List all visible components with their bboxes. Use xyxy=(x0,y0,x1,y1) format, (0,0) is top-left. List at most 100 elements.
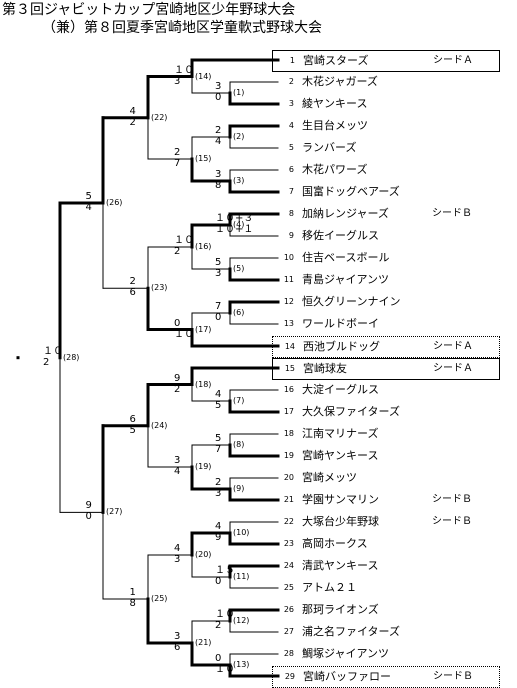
game-number-label: (22) xyxy=(151,112,168,122)
score-b-label: 0 xyxy=(215,92,222,103)
game-number-label: (8) xyxy=(233,440,245,449)
score-b-label: １０ xyxy=(215,664,235,675)
team-number: 14 xyxy=(284,342,295,351)
score-a-label: 4 xyxy=(129,105,136,117)
game-number-label: (25) xyxy=(151,594,168,603)
score-a-label: 5 xyxy=(215,257,222,268)
team-number: 2 xyxy=(288,77,294,86)
team-name: 綾ヤンキース xyxy=(302,97,368,110)
seed-label: シードＡ xyxy=(433,55,473,66)
score-b-label: 2 xyxy=(174,383,181,395)
team-name: 高岡ホークス xyxy=(302,537,368,550)
score-a-label: 9 xyxy=(174,372,181,384)
team-number: 20 xyxy=(283,473,294,482)
team-number: 29 xyxy=(284,672,295,681)
team-name: ランバーズ xyxy=(302,141,357,154)
game-number-label: (3) xyxy=(233,176,245,185)
game-number-label: (23) xyxy=(151,283,168,293)
team-name: 西池ブルドッグ xyxy=(303,340,380,353)
team-number: 17 xyxy=(283,407,294,416)
team-number: 10 xyxy=(283,253,294,262)
team-row: 7 国富ドッグベアーズ xyxy=(272,182,498,202)
team-row: 4 生目台メッツ xyxy=(272,116,498,136)
score-b-label: 8 xyxy=(215,180,222,191)
team-number: 7 xyxy=(288,187,294,196)
team-name: 加納レンジャーズ xyxy=(302,207,389,220)
game-number-label: (6) xyxy=(233,308,245,317)
score-b-label: 0 xyxy=(85,511,92,523)
score-a-label: １０ xyxy=(174,235,194,246)
team-name: 宮崎ヤンキース xyxy=(302,449,379,462)
score-a-label: １５ xyxy=(215,565,235,576)
score-a-label: １０+３ xyxy=(215,213,254,224)
score-b-label: 7 xyxy=(174,158,181,169)
game-number-label: (24) xyxy=(151,420,168,430)
game-number-label: (2) xyxy=(233,132,245,141)
score-b-label: 5 xyxy=(215,400,222,411)
score-a-label: 6 xyxy=(129,413,136,425)
score-a-label: 4 xyxy=(215,389,222,400)
score-b-label: 3 xyxy=(215,268,222,279)
team-name: 江南マリナーズ xyxy=(302,427,379,440)
team-number: 19 xyxy=(283,451,294,460)
score-a-label: 2 xyxy=(215,477,222,488)
team-number: 21 xyxy=(283,495,294,504)
team-name: 大塚台少年野球 xyxy=(302,515,379,528)
seed-label: シードＢ xyxy=(432,494,472,505)
team-name: 生目台メッツ xyxy=(302,119,368,132)
score-b-label: 8 xyxy=(129,598,136,609)
team-number: 12 xyxy=(283,297,294,306)
team-number: 28 xyxy=(283,649,294,658)
team-name: 木花パワーズ xyxy=(302,163,368,176)
score-b-label: 0 xyxy=(215,312,222,323)
team-number: 22 xyxy=(283,517,294,526)
score-a-label: 3 xyxy=(174,455,181,466)
score-a-label: 4 xyxy=(174,543,181,554)
team-number: 8 xyxy=(288,209,294,218)
game-number-label: (12) xyxy=(233,616,250,625)
score-b-label: 0 xyxy=(215,576,222,587)
score-a-label: 0 xyxy=(215,653,222,664)
team-number: 24 xyxy=(283,561,294,570)
game-number-label: (10) xyxy=(233,528,250,537)
game-number-label: (11) xyxy=(233,572,250,581)
team-name: 大淀イーグルス xyxy=(302,383,379,396)
score-a-label: １０ xyxy=(215,609,235,620)
score-a-label: 3 xyxy=(215,169,222,180)
team-name: 浦之名ファイターズ xyxy=(302,625,401,638)
team-name: 国富ドッグベアーズ xyxy=(302,185,400,198)
team-name: 宮崎バッファロー xyxy=(303,670,391,683)
seed-label: シードＡ xyxy=(433,341,473,352)
score-a-label: 2 xyxy=(215,125,222,136)
team-number: 1 xyxy=(289,56,295,65)
score-b-label: 6 xyxy=(129,287,136,299)
score-b-label: １０ xyxy=(174,328,194,340)
team-number: 15 xyxy=(284,364,295,373)
game-number-label: (17) xyxy=(195,324,212,334)
team-number: 4 xyxy=(288,121,294,130)
score-b-label: 4 xyxy=(215,136,222,147)
score-b-label: 5 xyxy=(129,424,136,436)
game-number-label: (16) xyxy=(195,242,212,251)
score-b-label: 2 xyxy=(174,246,181,257)
score-a-label: 3 xyxy=(215,81,222,92)
score-a-label: 7 xyxy=(215,301,222,312)
game-number-label: (1) xyxy=(233,88,245,97)
